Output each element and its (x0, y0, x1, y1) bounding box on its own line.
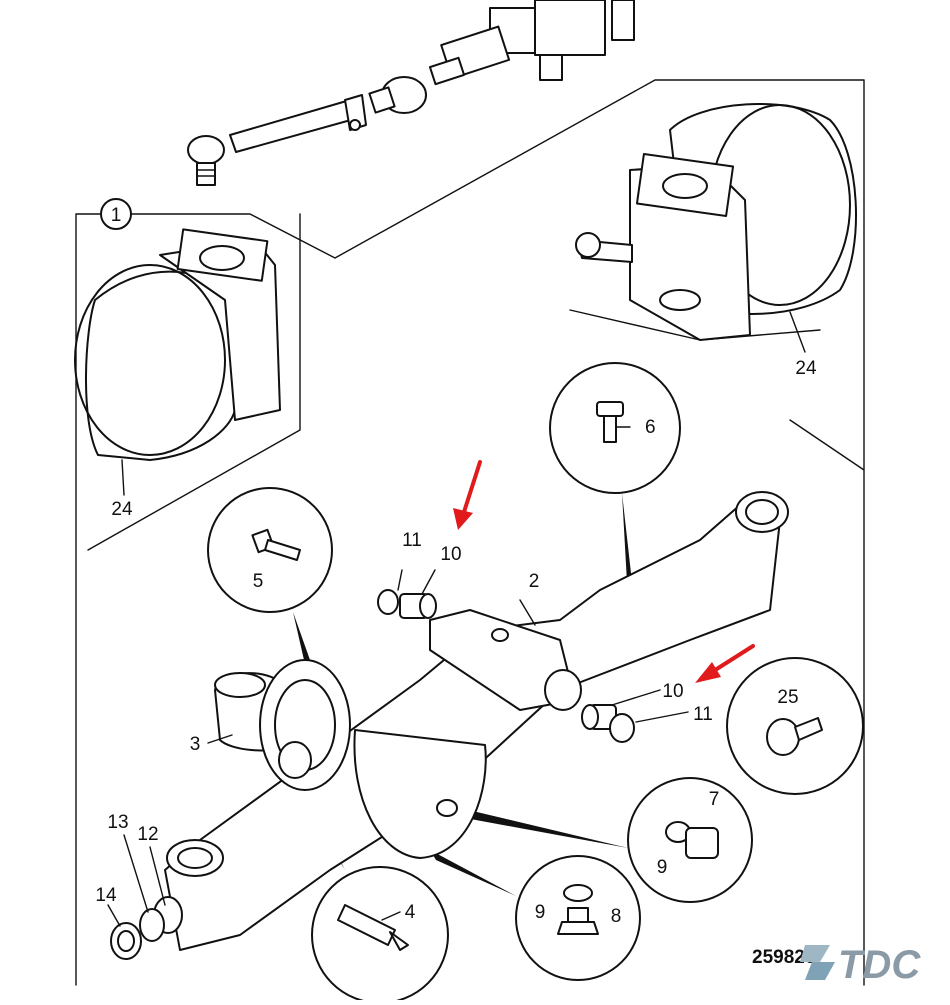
callout-plug-7: 7 9 (460, 777, 753, 903)
label-plug-8: 8 (611, 906, 622, 927)
label-bolt-25: 25 (777, 687, 798, 708)
hub-left: 24 (74, 228, 281, 520)
arrow-bush-right (710, 644, 755, 674)
seals-bottom-left: 12 13 14 (95, 812, 183, 960)
label-washer-9-lower: 9 (535, 902, 546, 923)
annotation-arrows (453, 460, 755, 683)
bush-seal-right: 10 11 (581, 681, 713, 743)
arrow-bush-right-head (695, 662, 721, 683)
label-seal-11-top: 11 (402, 530, 422, 551)
flange-casting-3: 3 (190, 659, 351, 791)
label-bolt-5: 5 (253, 571, 264, 592)
tie-rod-assembly (187, 0, 635, 186)
label-washer-9-upper: 9 (657, 857, 668, 878)
label-bush-10-right: 10 (662, 681, 683, 702)
label-seal-13: 13 (107, 812, 128, 833)
label-plug-7: 7 (709, 789, 720, 810)
hub-right: 24 (575, 102, 858, 379)
label-bush-10-top: 10 (440, 544, 461, 565)
label-bolt-6: 6 (645, 417, 656, 438)
watermark-logo: TDC (800, 943, 921, 987)
label-seal-11-right: 11 (693, 704, 713, 725)
label-grease-4: 4 (405, 902, 416, 923)
view-number-badge: 1 (100, 198, 132, 230)
callout-bolt-25: 25 (726, 657, 864, 795)
label-seal-12: 12 (137, 824, 158, 845)
label-hub-left: 24 (111, 499, 133, 520)
callout-plug-8: 9 8 (430, 850, 641, 981)
label-seal-14: 14 (95, 885, 117, 906)
arrow-bush-top (462, 460, 482, 514)
label-axle-beam: 2 (529, 571, 540, 592)
callout-bolt-5: 5 (207, 487, 333, 660)
axle-beam: 2 (164, 491, 789, 951)
label-casting-3: 3 (190, 734, 201, 755)
figure-number: 259820 (752, 947, 815, 968)
arrow-bush-top-head (453, 508, 473, 530)
bush-seal-top: 11 10 (377, 530, 462, 619)
view-number: 1 (111, 205, 122, 226)
watermark-text: TDC (838, 943, 921, 987)
callout-bolt-6: 6 (549, 362, 681, 600)
label-hub-right: 24 (795, 358, 817, 379)
